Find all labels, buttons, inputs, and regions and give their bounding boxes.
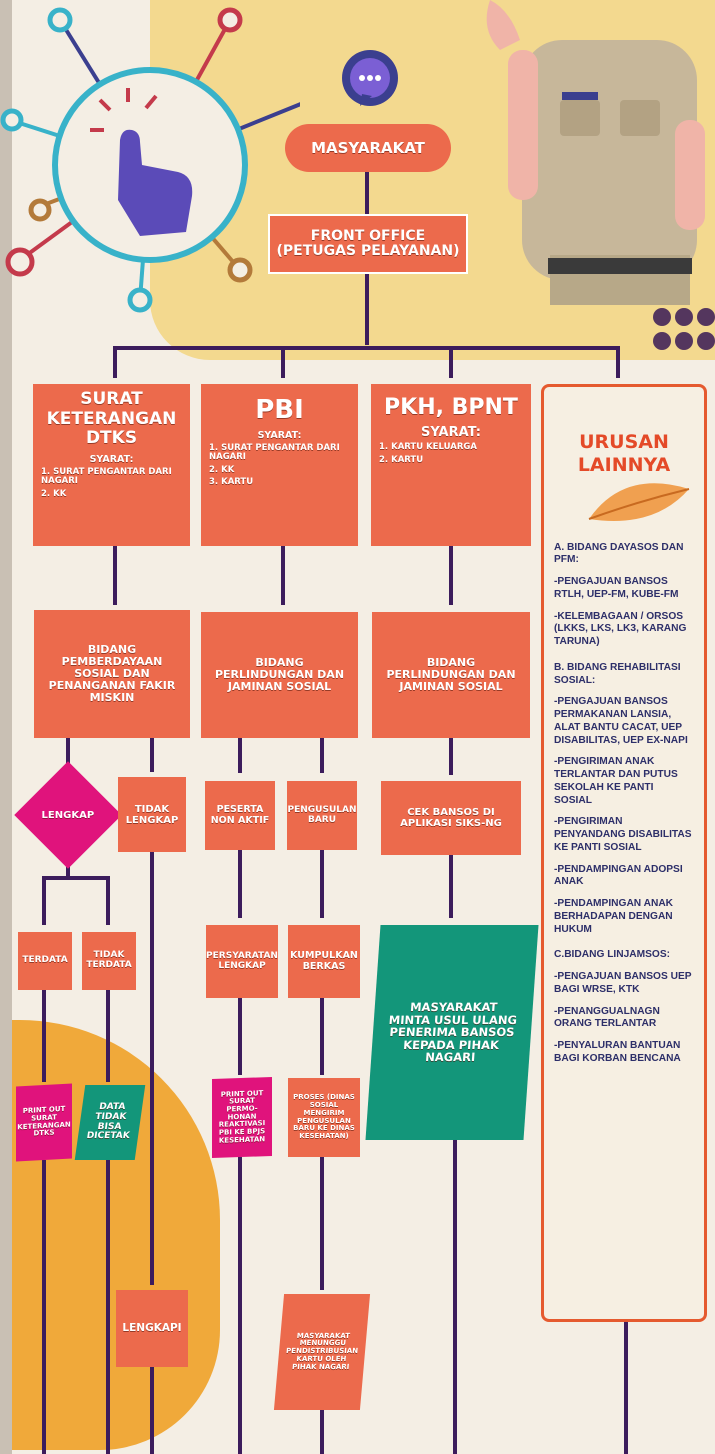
proses-label: PROSES (DINAS SOSIAL MENGIRIM PENGUSULAN… [293, 1093, 355, 1140]
dtks-title: SURAT KETERANGAN DTKS [46, 389, 177, 449]
masyarakat-minta-label: MASYARAKAT MINTA USUL ULANG PENERIMA BAN… [388, 999, 518, 1065]
bidang-perlindungan-2-box: BIDANG PERLINDUNGAN DAN JAMINAN SOSIAL [372, 612, 530, 738]
officer-illustration [486, 0, 705, 305]
lainnya-item-9: C.BIDANG LINJAMSOS: [554, 949, 671, 961]
pkh-syarat: SYARAT: [420, 425, 481, 441]
print-permohonan-box: PRINT OUT SURAT PERMO-HONAN REAKTIVASI P… [212, 1076, 272, 1159]
lainnya-item-3: B. BIDANG REHABILITASI SOSIAL: [554, 661, 681, 686]
peserta-non-aktif-label: PESERTA NON AKTIF [210, 804, 270, 826]
bidang-pemberdayaan-box: BIDANG PEMBERDAYAAN SOSIAL DAN PENANGANA… [34, 610, 190, 738]
urusan-lainnya-title: URUSAN LAINNYA [577, 431, 671, 476]
lainnya-item-10: -PENGAJUAN BANSOS UEP BAGI WRSE, KTK [554, 971, 692, 995]
dots-decoration [653, 308, 715, 350]
lainnya-item-5: -PENGIRIMAN ANAK TERLANTAR DAN PUTUS SEK… [554, 756, 678, 806]
lainnya-item-0: A. BIDANG DAYASOS DAN PFM: [554, 541, 684, 566]
pengusulan-baru-label: PENGUSULAN BARU [287, 804, 357, 825]
lengkapi-box: LENGKAPI [116, 1290, 188, 1367]
cek-bansos-label: CEK BANSOS DI APLIKASI SIKS-NG [400, 807, 502, 829]
bidang-pemberdayaan-label: BIDANG PEMBERDAYAAN SOSIAL DAN PENANGANA… [48, 642, 176, 705]
lainnya-item-8: -PENDAMPINGAN ANAK BERHADAPAN DENGAN HUK… [554, 898, 674, 935]
terdata-label: TERDATA [22, 955, 68, 966]
leaf-icon [588, 482, 690, 521]
lainnya-item-1: -PENGAJUAN BANSOS RTLH, UEP-FM, KUBE-FM [554, 576, 679, 600]
persyaratan-lengkap-label: PERSYARATAN LENGKAP [206, 950, 278, 971]
left-pole [0, 0, 12, 1454]
lainnya-item-6: -PENGIRIMAN PENYANDANG DISABILITAS KE PA… [554, 816, 692, 853]
pkh-req-2: 2. KARTU [379, 454, 424, 465]
kumpulkan-berkas-box: KUMPULKAN BERKAS [288, 925, 360, 998]
print-dtks-box: PRINT OUT SURAT KETERANGAN DTKS [16, 1083, 72, 1162]
tidak-lengkap-label: TIDAK LENGKAP [125, 803, 179, 826]
dtks-req-1: 1. SURAT PENGANTAR DARI NAGARI [41, 467, 172, 487]
data-tidak-label: DATA TIDAK BISA DICETAK [85, 1101, 131, 1142]
menunggu-label: MASYARAKAT MENUNGGU PENDISTRIBUSIAN KART… [285, 1331, 359, 1371]
proses-box: PROSES (DINAS SOSIAL MENGIRIM PENGUSULAN… [288, 1078, 360, 1157]
dtks-syarat: SYARAT: [89, 453, 134, 465]
lainnya-item-11: -PENANGGUALNAGN ORANG TERLANTAR [554, 1005, 660, 1030]
peserta-non-aktif-box: PESERTA NON AKTIF [205, 781, 275, 850]
chat-bubble-icon [342, 50, 398, 106]
lengkap-label: LENGKAP [41, 809, 95, 821]
pbi-req-1: 1. SURAT PENGANTAR DARI NAGARI [209, 443, 340, 463]
pbi-title: PBI [255, 395, 304, 425]
pbi-syarat: SYARAT: [257, 429, 302, 441]
pkh-req-1: 1. KARTU KELUARGA [379, 442, 477, 453]
kumpulkan-berkas-label: KUMPULKAN BERKAS [290, 950, 358, 972]
bidang-perlindungan-2-label: BIDANG PERLINDUNGAN DAN JAMINAN SOSIAL [386, 655, 516, 694]
print-permohonan-label: PRINT OUT SURAT PERMO-HONAN REAKTIVASI P… [218, 1088, 266, 1145]
lainnya-item-4: -PENGAJUAN BANSOS PERMAKANAN LANSIA, ALA… [554, 696, 688, 746]
data-tidak-box: DATA TIDAK BISA DICETAK [74, 1085, 146, 1160]
pbi-box: PBI SYARAT: 1. SURAT PENGANTAR DARI NAGA… [201, 384, 358, 546]
cek-bansos-box: CEK BANSOS DI APLIKASI SIKS-NG [381, 781, 521, 855]
terdata-box: TERDATA [18, 932, 72, 990]
pkh-box: PKH, BPNT SYARAT: 1. KARTU KELUARGA 2. K… [371, 384, 531, 546]
lainnya-item-12: -PENYALURAN BANTUAN BAGI KORBAN BENCANA [554, 1040, 681, 1064]
lainnya-item-7: -PENDAMPINGAN ADOPSI ANAK [554, 863, 683, 888]
dtks-req-2: 2. KK [41, 488, 67, 499]
network-illustration [0, 7, 300, 313]
tidak-terdata-label: TIDAK TERDATA [86, 950, 132, 970]
pkh-title: PKH, BPNT [384, 395, 518, 420]
front-office-sub-label: (PETUGAS PELAYANAN) [276, 243, 460, 259]
pengusulan-baru-box: PENGUSULAN BARU [287, 781, 357, 850]
bidang-perlindungan-1-label: BIDANG PERLINDUNGAN DAN JAMINAN SOSIAL [214, 655, 345, 694]
pbi-req-3: 3. KARTU [209, 477, 254, 488]
persyaratan-lengkap-box: PERSYARATAN LENGKAP [206, 925, 278, 998]
dtks-box: SURAT KETERANGAN DTKS SYARAT: 1. SURAT P… [33, 384, 190, 546]
bidang-perlindungan-1-box: BIDANG PERLINDUNGAN DAN JAMINAN SOSIAL [201, 612, 358, 738]
pbi-req-2: 2. KK [209, 464, 235, 475]
masyarakat-minta-box: MASYARAKAT MINTA USUL ULANG PENERIMA BAN… [365, 925, 539, 1140]
front-office-label: FRONT OFFICE [310, 227, 426, 244]
tidak-terdata-box: TIDAK TERDATA [82, 932, 136, 990]
urusan-lainnya-panel: URUSAN LAINNYA A. BIDANG DAYASOS DAN PFM… [541, 384, 707, 1322]
front-office-node: FRONT OFFICE (PETUGAS PELAYANAN) [268, 214, 468, 274]
tidak-lengkap-box: TIDAK LENGKAP [118, 777, 186, 852]
print-dtks-label: PRINT OUT SURAT KETERANGAN DTKS [17, 1105, 71, 1138]
lainnya-item-2: -KELEMBAGAAN / ORSOS (LKKS, LKS, LK3, KA… [554, 610, 687, 648]
masyarakat-node: MASYARAKAT [285, 124, 451, 172]
masyarakat-label: MASYARAKAT [311, 138, 425, 157]
lengkapi-label: LENGKAPI [122, 1321, 182, 1334]
menunggu-box: MASYARAKAT MENUNGGU PENDISTRIBUSIAN KART… [273, 1294, 371, 1410]
